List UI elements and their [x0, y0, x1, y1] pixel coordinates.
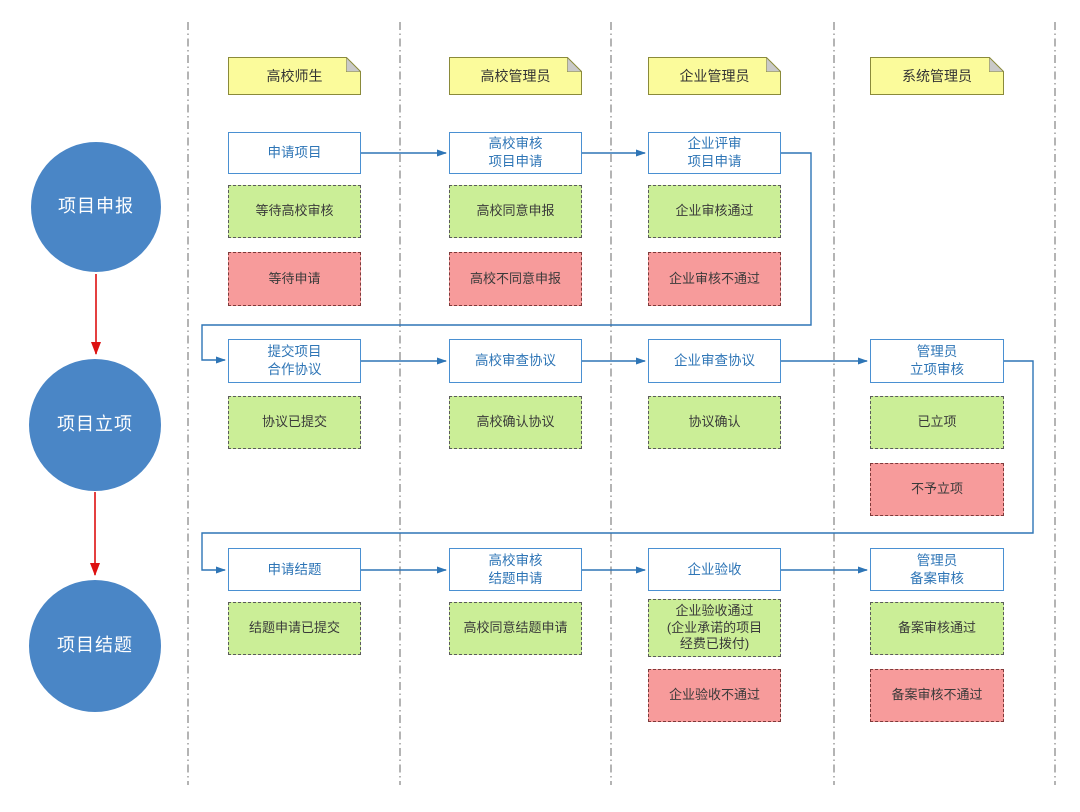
phase-node-approval: 项目立项	[29, 359, 161, 491]
status-conclusion-submitted: 结题申请已提交	[228, 602, 361, 655]
status-enterprise-review-passed: 企业审核通过	[648, 185, 781, 238]
role-note-university-admin: 高校管理员	[449, 57, 582, 95]
status-filing-review-passed: 备案审核通过	[870, 602, 1004, 655]
step-apply-conclusion: 申请结题	[228, 548, 361, 591]
phase-label: 项目结题	[57, 635, 133, 656]
status-agreement-submitted: 协议已提交	[228, 396, 361, 449]
role-label: 系统管理员	[902, 67, 972, 84]
step-admin-approval-review: 管理员 立项审核	[870, 339, 1004, 383]
phase-node-conclusion: 项目结题	[29, 580, 161, 712]
role-note-enterprise-admin: 企业管理员	[648, 57, 781, 95]
status-enterprise-acceptance-passed: 企业验收通过 (企业承诺的项目 经费已拨付)	[648, 599, 781, 657]
status-university-agreed-declare: 高校同意申报	[449, 185, 582, 238]
phase-label: 项目申报	[58, 196, 134, 217]
phase-label: 项目立项	[57, 414, 133, 435]
status-university-rejected-declare: 高校不同意申报	[449, 252, 582, 306]
note-fold-icon	[567, 57, 582, 72]
status-project-not-approved: 不予立项	[870, 463, 1004, 516]
role-label: 高校管理员	[480, 67, 551, 84]
step-apply-project: 申请项目	[228, 132, 361, 174]
status-agreement-confirmed: 协议确认	[648, 396, 781, 449]
step-enterprise-acceptance: 企业验收	[648, 548, 781, 591]
status-university-agreed-conclusion: 高校同意结题申请	[449, 602, 582, 655]
step-university-review-conclusion: 高校审核 结题申请	[449, 548, 582, 591]
status-waiting-application: 等待申请	[228, 252, 361, 306]
note-fold-icon	[346, 57, 361, 72]
status-university-confirmed-agreement: 高校确认协议	[449, 396, 582, 449]
status-project-approved: 已立项	[870, 396, 1004, 449]
step-enterprise-review-application: 企业评审 项目申请	[648, 132, 781, 174]
note-fold-icon	[766, 57, 781, 72]
phase-node-declare: 项目申报	[31, 142, 161, 272]
role-label: 企业管理员	[679, 67, 750, 84]
role-note-university-staff: 高校师生	[228, 57, 361, 95]
note-fold-icon	[989, 57, 1004, 72]
step-submit-cooperation-agreement: 提交项目 合作协议	[228, 339, 361, 383]
role-note-system-admin: 系统管理员	[870, 57, 1004, 95]
step-university-review-application: 高校审核 项目申请	[449, 132, 582, 174]
status-waiting-university-review: 等待高校审核	[228, 185, 361, 238]
status-filing-review-failed: 备案审核不通过	[870, 669, 1004, 722]
step-admin-filing-review: 管理员 备案审核	[870, 548, 1004, 591]
status-enterprise-review-failed: 企业审核不通过	[648, 252, 781, 306]
role-label: 高校师生	[266, 67, 323, 84]
status-enterprise-acceptance-failed: 企业验收不通过	[648, 669, 781, 722]
step-enterprise-review-agreement: 企业审查协议	[648, 339, 781, 383]
step-university-review-agreement: 高校审查协议	[449, 339, 582, 383]
